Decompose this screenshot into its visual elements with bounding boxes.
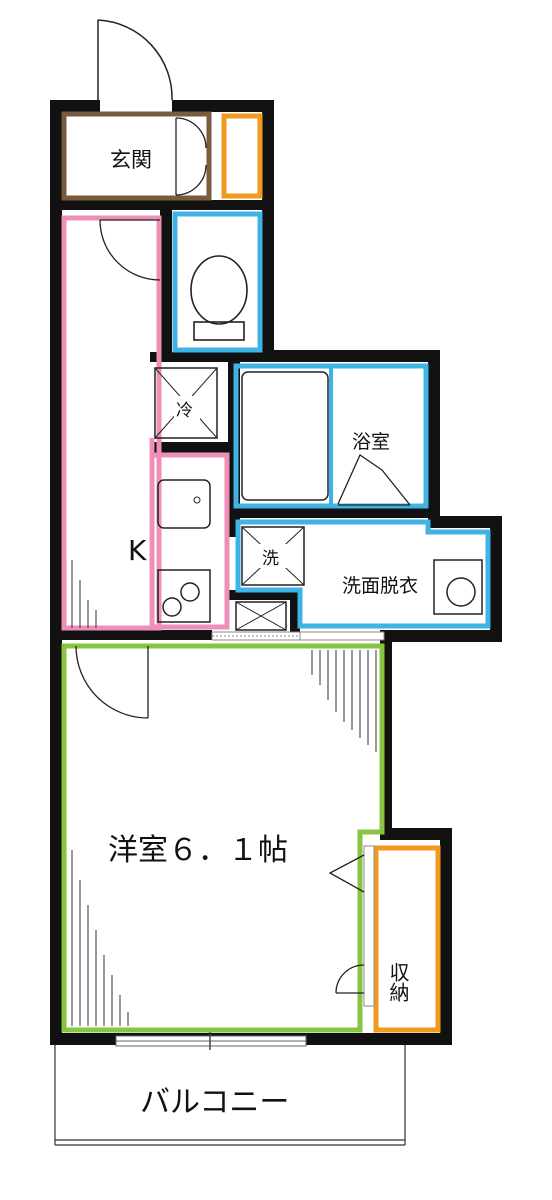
kitchen-sink [157, 479, 211, 529]
kitchen-counter [149, 452, 230, 630]
storage-label: 収納 [386, 962, 410, 1002]
balcony-label: バルコニー [140, 1085, 289, 1120]
utility-box [235, 601, 287, 631]
bathtub [241, 371, 329, 501]
bathroom-door [337, 454, 411, 506]
partition-strip [299, 631, 385, 641]
utility-cross [235, 601, 287, 631]
sink-drain [193, 496, 201, 504]
western-floor-lines [71, 650, 377, 1026]
entrance-label: 玄関 [110, 148, 152, 172]
washer-label-bg [259, 544, 287, 568]
kitchen-inner-door [99, 219, 161, 281]
kitchen-stove [157, 569, 211, 623]
balcony [54, 1045, 406, 1146]
toilet-room [172, 211, 263, 353]
toilet-icon [190, 255, 248, 341]
storage-closet [373, 845, 441, 1033]
kitchen-label: K [128, 534, 147, 567]
basin-bowl [446, 577, 476, 607]
burner-icon [162, 597, 182, 617]
dressing-room [235, 519, 491, 629]
fridge-label-bg [174, 396, 200, 420]
balcony-window [115, 1032, 307, 1050]
shoe-closet [221, 113, 263, 199]
kitchen-floor-lines [71, 560, 97, 628]
entrance-inner-door [175, 117, 207, 196]
fridge-label: 冷 [176, 401, 193, 421]
dressing-label: 洗面脱衣 [342, 575, 418, 597]
western-room-door [75, 645, 149, 719]
kitchen-area [61, 215, 162, 631]
entrance-door [97, 19, 173, 101]
western-room-label: 洋室６．１帖 [108, 833, 288, 868]
closet-door-panel [363, 845, 375, 1007]
wash-basin [433, 559, 483, 615]
bathroom [233, 363, 429, 509]
washer-space [241, 526, 305, 586]
washer-label: 洗 [262, 549, 279, 569]
closet-door-swing [328, 854, 365, 994]
western-room [61, 643, 385, 1033]
burner-icon [180, 582, 200, 602]
fridge-space [154, 367, 218, 439]
entrance-area [61, 111, 212, 201]
bathroom-label: 浴室 [352, 431, 390, 453]
